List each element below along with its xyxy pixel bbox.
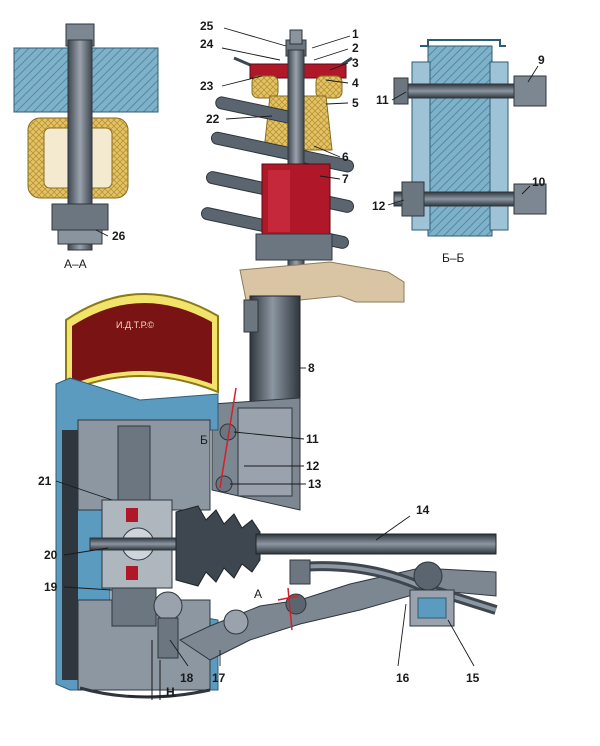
section-mark-b: Б — [200, 433, 208, 447]
label-9: 9 — [538, 53, 545, 67]
label-12: 12 — [306, 459, 320, 473]
label-19: 19 — [44, 580, 58, 594]
label-4: 4 — [352, 76, 359, 90]
label-26: 26 — [112, 229, 126, 243]
label-25: 25 — [200, 19, 214, 33]
ball-joint — [153, 591, 183, 659]
cv-joint-boot — [175, 505, 261, 587]
label-15: 15 — [466, 671, 480, 685]
watermark-text: И.Д.Т.Р.© — [116, 320, 154, 330]
strut-tube — [211, 295, 301, 511]
label-14: 14 — [416, 503, 430, 517]
label-20: 20 — [44, 548, 58, 562]
wheel-assembly: И.Д.Т.Р.© — [55, 293, 219, 699]
label-12-section: 12 — [372, 199, 386, 213]
label-6: 6 — [342, 150, 349, 164]
leader-lines — [55, 27, 539, 667]
label-1: 1 — [352, 27, 359, 41]
label-11-section: 11 — [376, 93, 389, 107]
label-23: 23 — [200, 79, 214, 93]
section-title-b-b: Б–Б — [442, 251, 465, 265]
lower-arm-and-stabilizer — [178, 559, 498, 661]
label-17: 17 — [212, 671, 226, 685]
section-titles: А–А Б–Б А Б — [64, 251, 465, 601]
section-b-b-detail — [393, 39, 547, 237]
label-21: 21 — [38, 474, 52, 488]
label-13: 13 — [308, 477, 322, 491]
shock-absorber-rod — [255, 49, 333, 271]
label-5: 5 — [352, 96, 359, 110]
section-mark-a: А — [254, 587, 262, 601]
hub-and-bearing — [89, 499, 181, 589]
label-11: 11 — [306, 432, 319, 446]
drive-shaft — [255, 533, 497, 555]
part-number-labels: 1 2 3 4 5 6 7 8 9 10 11 12 13 14 15 16 1… — [38, 19, 546, 699]
section-title-a-a: А–А — [64, 257, 87, 271]
label-22: 22 — [206, 112, 220, 126]
label-dimension-h: H — [166, 685, 175, 699]
label-24: 24 — [200, 37, 214, 51]
section-cut-lines — [219, 387, 299, 631]
label-2: 2 — [352, 41, 359, 55]
label-3: 3 — [352, 56, 359, 70]
label-8: 8 — [308, 361, 315, 375]
section-a-a-detail — [13, 23, 159, 251]
label-16: 16 — [396, 671, 410, 685]
label-18: 18 — [180, 671, 194, 685]
dimension-h-marker — [128, 640, 176, 700]
label-7: 7 — [342, 172, 349, 186]
label-10: 10 — [532, 175, 546, 189]
